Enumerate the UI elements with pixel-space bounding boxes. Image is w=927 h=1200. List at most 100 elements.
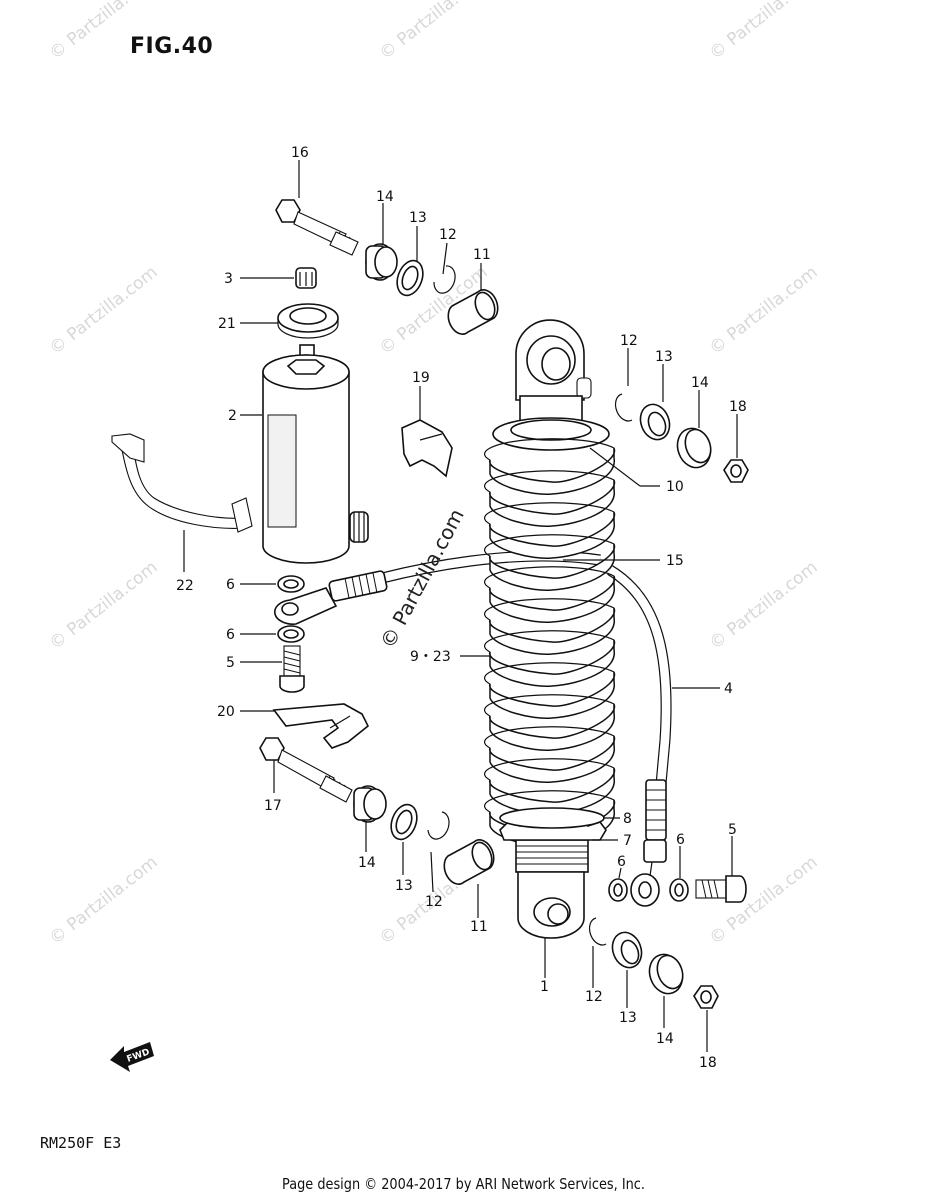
callout-6: 6 <box>676 832 685 848</box>
lower-right-oil-seal <box>611 931 643 969</box>
upper-bolt <box>275 199 359 256</box>
reservoir-cap-seal <box>277 303 339 339</box>
spring-coil-front <box>489 639 616 687</box>
callout-2: 2 <box>228 408 237 424</box>
callout-11: 11 <box>473 247 491 263</box>
lower-nut <box>693 985 719 1009</box>
upper-circlip <box>433 265 456 294</box>
spring-coil-back <box>483 662 615 685</box>
hose-protector <box>272 703 370 749</box>
spring-coil-back <box>483 598 615 621</box>
spring-coil-back <box>483 758 615 781</box>
spring-coil-front <box>489 735 616 783</box>
lower-banjo-bolt <box>695 875 747 903</box>
callout-14: 14 <box>358 855 376 871</box>
spring-coil-front <box>489 607 616 655</box>
gas-reservoir <box>262 344 369 564</box>
model-code: RM250F E3 <box>40 1134 122 1152</box>
spring-coil-front <box>489 543 616 591</box>
callout-21: 21 <box>218 316 236 332</box>
upper-nut <box>723 459 749 483</box>
callout-7: 7 <box>623 833 632 849</box>
watermark: © Partzilla.com <box>706 557 822 654</box>
lower-left-bushing <box>353 785 387 823</box>
spring-coil-back <box>483 502 615 525</box>
lower-washer-right <box>669 878 689 902</box>
figure-title: FIG.40 <box>130 34 214 59</box>
upper-oil-seal <box>396 259 424 297</box>
watermark: © Partzilla.com <box>46 852 162 949</box>
lower-right-bushing <box>648 953 684 995</box>
lower-washer-left <box>608 878 628 902</box>
spring-coil-back <box>483 790 615 813</box>
callout-6: 6 <box>226 577 235 593</box>
watermark-layer: © Partzilla.com © Partzilla.com © Partzi… <box>46 0 822 949</box>
callout-22: 22 <box>176 578 194 594</box>
spring-coil-front <box>489 447 616 495</box>
watermark: © Partzilla.com <box>46 0 162 64</box>
spring-coil-front <box>489 479 616 527</box>
rubber-pad <box>401 419 453 478</box>
callout-8: 8 <box>623 811 632 827</box>
spring-coil-back <box>483 566 615 589</box>
callout-18: 18 <box>699 1055 717 1071</box>
callout-9-23: 9・23 <box>410 649 451 665</box>
callout-12: 12 <box>620 333 638 349</box>
watermark: © Partzilla.com <box>376 0 492 64</box>
callout-6: 6 <box>226 627 235 643</box>
callout-1: 1 <box>540 979 549 995</box>
callout-13: 13 <box>395 878 413 894</box>
spring-coil-front <box>489 575 616 623</box>
callout-14: 14 <box>691 375 709 391</box>
page-footer: Page design © 2004-2017 by ARI Network S… <box>281 1175 646 1193</box>
upper-bushing <box>365 243 398 281</box>
callout-13: 13 <box>655 349 673 365</box>
callout-13: 13 <box>619 1010 637 1026</box>
upper-collar <box>447 289 499 335</box>
lower-left-oil-seal <box>390 803 418 841</box>
valve-cap <box>295 267 317 289</box>
upper-right-oil-seal <box>639 403 671 441</box>
watermark: © Partzilla.com <box>46 557 162 654</box>
callout-19: 19 <box>412 370 430 386</box>
callout-6: 6 <box>617 854 626 870</box>
callout-5: 5 <box>728 822 737 838</box>
spring-coil-back <box>483 470 615 493</box>
callout-12: 12 <box>439 227 457 243</box>
upper-banjo <box>274 587 338 625</box>
spring-coil-front <box>489 703 616 751</box>
callout-12: 12 <box>425 894 443 910</box>
callout-20: 20 <box>217 704 235 720</box>
callout-13: 13 <box>409 210 427 226</box>
spring-coil-front <box>489 511 616 559</box>
reservoir-band <box>111 433 253 533</box>
callout-12: 12 <box>585 989 603 1005</box>
shock-absorber <box>483 319 616 939</box>
spring-coil-front <box>489 671 616 719</box>
fwd-arrow-icon: FWD <box>110 1042 154 1072</box>
upper-right-bushing <box>676 427 712 469</box>
spring-coil-back <box>483 630 615 653</box>
spring-coil-front <box>489 767 616 815</box>
leader-lines <box>183 160 738 1052</box>
callout-15: 15 <box>666 553 684 569</box>
watermark: © Partzilla.com <box>706 0 822 64</box>
callout-labels: 16 14 13 12 11 3 21 19 2 12 13 14 18 10 … <box>176 145 747 1071</box>
watermark: © Partzilla.com <box>706 852 822 949</box>
upper-right-circlip <box>614 393 633 422</box>
reservoir-hose <box>328 550 672 907</box>
lower-bolt <box>259 737 353 803</box>
callout-17: 17 <box>264 798 282 814</box>
callout-16: 16 <box>291 145 309 161</box>
watermark: © Partzilla.com <box>706 262 822 359</box>
callout-14: 14 <box>376 189 394 205</box>
spring-coil-back <box>483 438 615 461</box>
callout-4: 4 <box>724 681 733 697</box>
callout-18: 18 <box>729 399 747 415</box>
callout-5: 5 <box>226 655 235 671</box>
lower-left-circlip <box>427 811 450 840</box>
callout-11: 11 <box>470 919 488 935</box>
upper-banjo-bolt <box>279 645 305 693</box>
